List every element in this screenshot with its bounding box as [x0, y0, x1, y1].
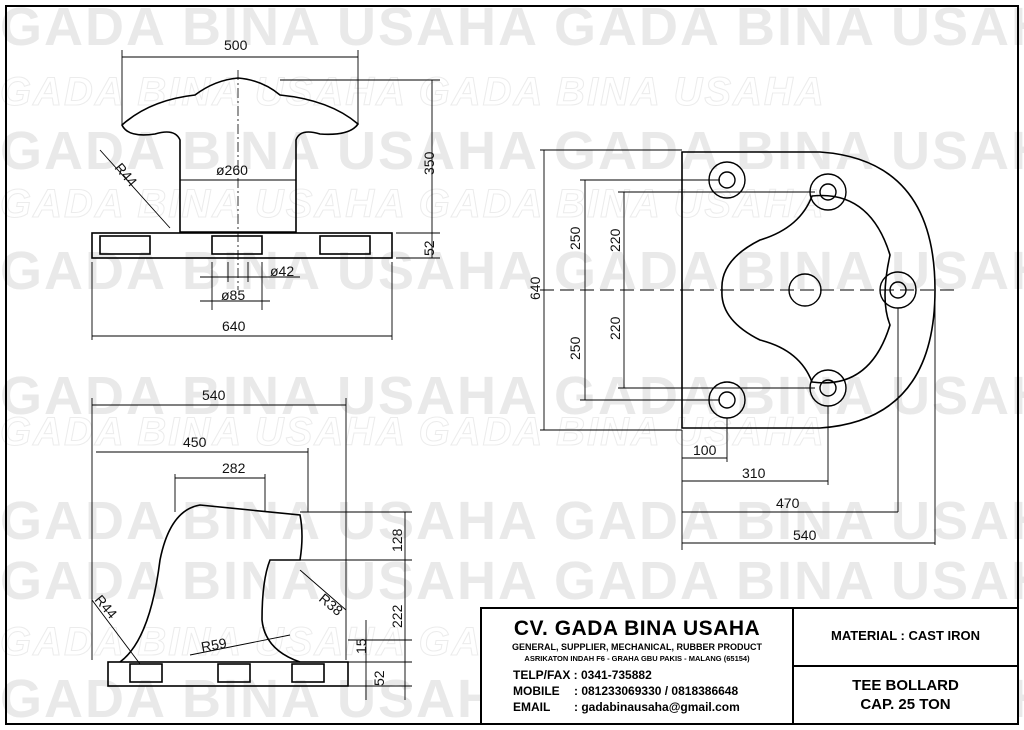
company-tagline: GENERAL, SUPPLIER, MECHANICAL, RUBBER PR… — [511, 642, 762, 652]
dim-label: R44 — [92, 592, 121, 622]
dim-label: 250 — [567, 226, 583, 250]
watermark-row: GADA BINA USAHA GADA BINA USAHA — [0, 182, 826, 227]
watermark-row: GADA BINA USAHA GADA BINA USAHA — [0, 491, 1024, 551]
watermark-row: GADA BINA USAHA GADA BINA USAHA — [0, 121, 1024, 181]
dim-label: 350 — [421, 151, 437, 175]
plan-view — [540, 149, 960, 550]
dim-label: 128 — [389, 528, 405, 552]
company-address: ASRIKATON INDAH F6 - GRAHA GBU PAKIS - M… — [524, 654, 750, 663]
dim-label: 15 — [353, 638, 369, 654]
dim-label: 500 — [224, 37, 248, 53]
email-value: : gadabinausaha@gmail.com — [574, 700, 740, 714]
dim-label: ø260 — [216, 162, 248, 178]
telfax: TELP/FAX : 0341-735882 — [513, 668, 652, 682]
dim-label: 640 — [222, 318, 246, 334]
front-view — [91, 50, 440, 340]
mobile-label: MOBILE — [513, 684, 560, 698]
company-name: CV. GADA BINA USAHA — [513, 617, 761, 640]
dim-label: 282 — [222, 460, 246, 476]
watermark-row: GADA BINA USAHA GADA BINA USAHA — [0, 366, 1024, 426]
watermark-row: GADA BINA USAHA GADA BINA USAHA — [0, 0, 1024, 57]
dim-label: R59 — [200, 635, 228, 655]
dim-label: 450 — [183, 434, 207, 450]
watermark-row: GADA BINA USAHA GADA BINA USAHA — [0, 70, 826, 115]
mobile-value: : 081233069330 / 0818386648 — [574, 684, 739, 698]
material-label: MATERIAL : CAST IRON — [830, 628, 980, 643]
dim-label: 52 — [421, 240, 437, 256]
dim-label: 220 — [607, 228, 623, 252]
dim-label: ø42 — [270, 263, 294, 279]
dim-label: 540 — [202, 387, 226, 403]
dim-label: R44 — [112, 160, 141, 190]
watermark-row: GADA BINA USAHA GADA BINA USAHA — [0, 551, 1024, 611]
side-view — [91, 398, 412, 700]
dim-label: 220 — [607, 316, 623, 340]
product-capacity: CAP. 25 TON — [860, 696, 951, 713]
email-label: EMAIL — [513, 700, 551, 714]
dim-label: 250 — [567, 336, 583, 360]
dim-label: 470 — [776, 495, 800, 511]
dim-label: 540 — [793, 527, 817, 543]
dim-label: 100 — [693, 442, 717, 458]
product-name: TEE BOLLARD — [852, 677, 959, 694]
dim-label: 52 — [371, 670, 387, 686]
dim-label: 310 — [742, 465, 766, 481]
watermark-row: GADA BINA USAHA GADA BINA USAHA — [0, 410, 826, 455]
dim-label: 640 — [527, 276, 543, 300]
dim-label: 222 — [389, 604, 405, 628]
dim-label: ø85 — [221, 287, 245, 303]
dim-label: R38 — [316, 590, 346, 619]
